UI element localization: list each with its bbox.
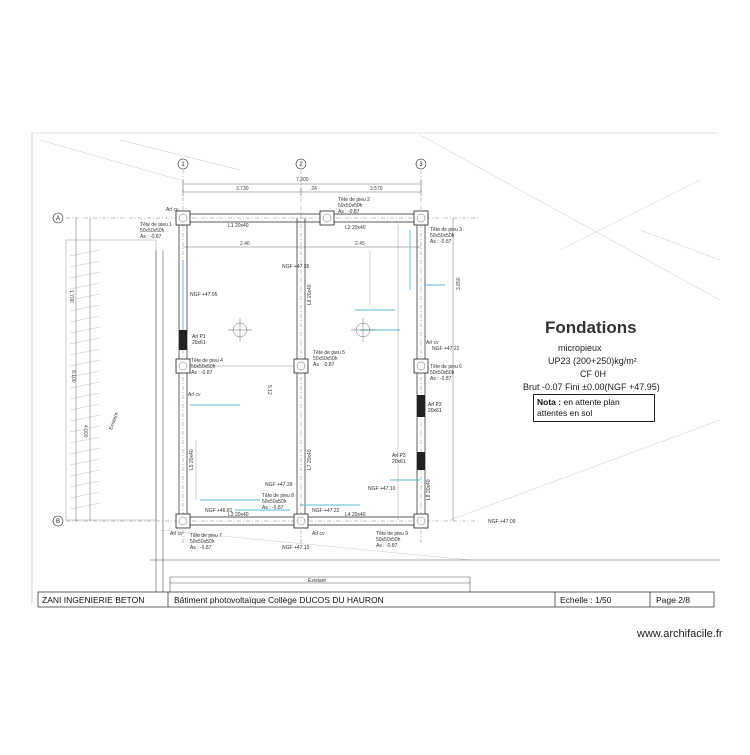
pile-level: As : -0.87	[191, 370, 213, 376]
nota-label: Nota :	[537, 397, 562, 407]
level-label: NGF +47.35	[282, 264, 310, 270]
dimension: 3.850	[456, 277, 462, 290]
existing-building-hatch	[65, 239, 157, 521]
dimension: 5.12	[266, 385, 272, 395]
pile-label: Tête de pieu 5	[313, 350, 345, 356]
pile-label: Tête de pieu 6	[430, 364, 462, 370]
level-label: NGF +46.81	[205, 508, 233, 514]
pile-level: As : -0.87	[376, 543, 398, 549]
axis-label: 2	[299, 162, 303, 168]
misc-label: Existant	[308, 578, 326, 584]
pile-size: 50x50x50h	[430, 233, 455, 239]
beam-label: L2 20x40	[345, 225, 366, 231]
wall-elements	[179, 330, 425, 470]
pile-level: As : -0.87	[262, 505, 284, 511]
axis-label: B	[56, 519, 60, 525]
level-label: NGF +47.39	[265, 482, 293, 488]
dimension: 2.45	[355, 241, 365, 247]
scale-label: Echelle : 1/50	[560, 595, 612, 605]
pile-label: Tête de pieu 9	[376, 531, 408, 537]
misc-label: Existant	[108, 411, 120, 430]
drawing-title: Fondations	[545, 318, 637, 337]
beam-label: L3 20x40	[228, 512, 249, 518]
pile-label: Tête de pieu 1	[140, 222, 172, 228]
beam-label: L6 20x40	[307, 284, 313, 305]
dimension: 4.000	[82, 425, 88, 438]
axis-label: A	[56, 216, 60, 222]
level-label: NGF +47.95	[190, 292, 218, 298]
wall-label: Arl P2	[428, 402, 442, 408]
dimension: 8.100	[70, 370, 76, 383]
reinforcement-lines	[182, 230, 445, 511]
dimension: 1.700	[68, 290, 74, 303]
misc-label: Arl cv	[170, 531, 183, 537]
pile-level: As : -0.87	[338, 209, 360, 215]
wall-label: Arl P3	[392, 453, 406, 459]
pile-size: 50x50x50h	[140, 228, 165, 234]
pile-heads	[175, 210, 429, 529]
title-block	[37, 591, 715, 608]
misc-label: Arl cv	[166, 207, 179, 213]
beam-label: L4 20x40	[345, 512, 366, 518]
pile-size: 50x50x50h	[430, 370, 455, 376]
dimension: 2.46	[240, 241, 250, 247]
pile-size: 50x50x50h	[262, 499, 287, 505]
subtitle-line: CF 0H	[580, 369, 607, 379]
level-label: NGF +47.22	[312, 508, 340, 514]
page-number: Page 2/8	[656, 595, 691, 605]
pile-size: 50x50x50h	[338, 203, 363, 209]
nota-box	[533, 394, 655, 422]
pile-level: As : -0.87	[430, 239, 452, 245]
misc-label: Arl cv	[312, 531, 325, 537]
axis-label: 1	[181, 162, 185, 168]
grid-axis-markers	[52, 158, 427, 527]
pile-label: Tête de pieu 4	[191, 358, 223, 364]
subtitle-line: UP23 (200+250)kg/m²	[548, 356, 637, 366]
wall-label: Arl P1	[192, 334, 206, 340]
subtitle-line: micropieux	[558, 343, 602, 353]
misc-label: Arl cv	[188, 392, 201, 398]
beam-label: L7 20x40	[307, 449, 313, 470]
misc-label: Arl cv	[426, 340, 439, 346]
axis-label: 3	[419, 162, 423, 168]
wall-size: 20x61	[392, 459, 406, 465]
company-name: ZANI INGENIERIE BETON	[42, 595, 145, 605]
pile-level: As : -0.87	[190, 545, 212, 551]
nota: Nota : en attente plan attentes en sol	[537, 397, 652, 419]
dimension: 3.570	[370, 186, 383, 192]
dimension: 7.300	[296, 177, 309, 183]
pile-label: Tête de pieu 7	[190, 533, 222, 539]
dimension: .24	[310, 186, 317, 192]
nota-text: en attente plan attentes en sol	[537, 397, 620, 418]
pile-size: 50x50x50h	[191, 364, 216, 370]
beam-label: L8 20x40	[426, 479, 432, 500]
level-label: NGF +47.22	[432, 346, 460, 352]
pile-level: As : -0.87	[313, 362, 335, 368]
beam-label: L1 20x40	[228, 223, 249, 229]
wall-size: 20x61	[192, 340, 206, 346]
pile-level: As : -0.87	[430, 376, 452, 382]
level-label: NGF +47.09	[488, 519, 516, 525]
pile-level: As : -0.87	[140, 234, 162, 240]
level-label: NGF +47.10	[368, 486, 396, 492]
pile-size: 50x50x50h	[190, 539, 215, 545]
wall-size: 20x61	[428, 408, 442, 414]
beam-label: L5 20x40	[189, 449, 195, 470]
watermark: www.archifacile.fr	[637, 628, 723, 640]
pile-label: Tête de pieu 2	[338, 197, 370, 203]
pile-size: 50x50x50h	[376, 537, 401, 543]
pile-label: Tête de pieu 3	[430, 227, 462, 233]
pile-label: Tête de pieu 8	[262, 493, 294, 499]
project-name: Bâtiment photovoltaïque Collège DUCOS DU…	[174, 595, 384, 605]
level-label: NGF +47.10	[282, 545, 310, 551]
dimension: 3.730	[236, 186, 249, 192]
pile-size: 50x50x50h	[313, 356, 338, 362]
subtitle-line: Brut -0.07 Fini ±0.00(NGF +47.95)	[523, 382, 660, 392]
